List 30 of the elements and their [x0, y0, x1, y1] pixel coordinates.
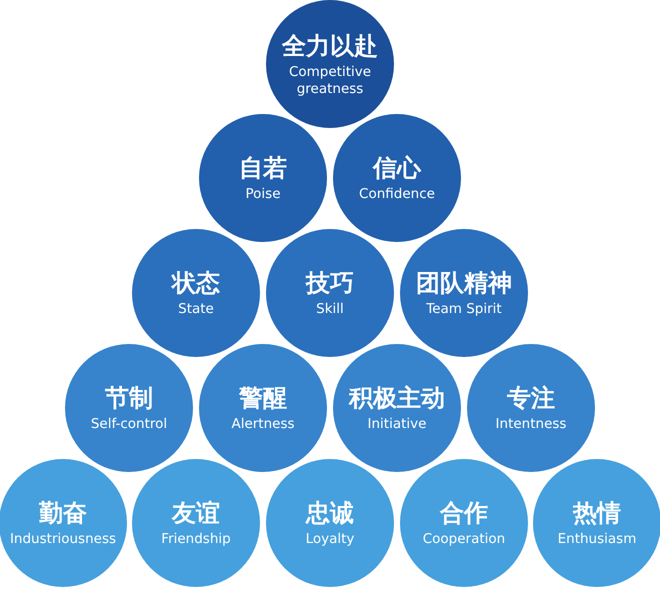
- caption-text: State: [177, 301, 215, 318]
- caption-text: Self-control: [90, 416, 168, 433]
- heading-text: 全力以赴: [282, 30, 378, 60]
- caption-text: Competitive greatness: [288, 64, 372, 98]
- heading-text: 忠诚: [306, 498, 354, 528]
- caption-text: Poise: [244, 186, 282, 203]
- heading-text: 信心: [373, 153, 421, 183]
- heading-text: 技巧: [306, 268, 354, 298]
- caption-text: Cooperation: [422, 531, 506, 548]
- heading-text: 团队精神: [416, 268, 512, 298]
- caption-text: Intentness: [494, 416, 568, 433]
- heading-text: 自若: [239, 153, 287, 183]
- caption-text: Confidence: [358, 186, 436, 203]
- caption-text: Team Spirit: [425, 301, 503, 318]
- heading-text: 警醒: [239, 383, 287, 413]
- caption-text: Alertness: [230, 416, 296, 433]
- heading-text: 合作: [440, 498, 488, 528]
- caption-text: Initiative: [366, 416, 428, 433]
- caption-text: Skill: [315, 301, 345, 318]
- heading-text: 友谊: [172, 498, 220, 528]
- heading-text: 专注: [507, 383, 555, 413]
- heading-text: 状态: [172, 268, 220, 298]
- caption-text: Loyalty: [304, 531, 356, 548]
- caption-text: Enthusiasm: [556, 531, 638, 548]
- heading-text: 积极主动: [349, 383, 445, 413]
- heading-text: 节制: [105, 383, 153, 413]
- heading-text: 热情: [573, 498, 621, 528]
- caption-text: Industriousness: [8, 531, 118, 548]
- heading-text: 勤奋: [39, 498, 87, 528]
- caption-text: Friendship: [160, 531, 232, 548]
